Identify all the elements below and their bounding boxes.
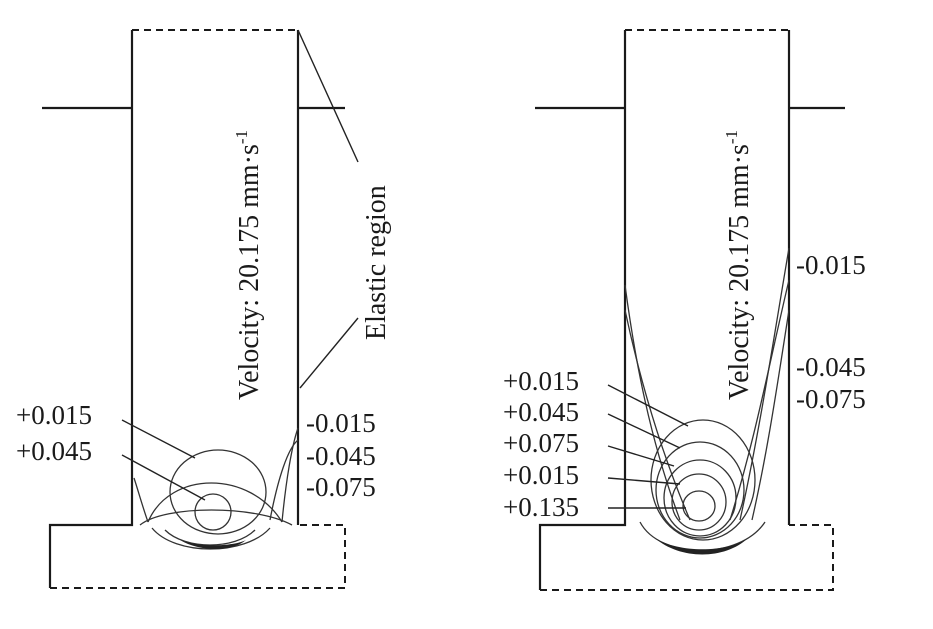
right-label-m0075: -0.075	[796, 384, 866, 414]
right-label-p0045: +0.045	[503, 397, 579, 427]
right-leader-3	[607, 445, 675, 467]
left-bottom-dashed	[50, 524, 346, 589]
left-label-m0075: -0.075	[306, 472, 376, 502]
left-label-p0015: +0.015	[16, 400, 92, 430]
right-column-outline	[538, 30, 627, 590]
right-label-m0015: -0.015	[796, 250, 866, 280]
elastic-region-label: Elastic region	[361, 185, 392, 340]
left-label-m0015: -0.015	[306, 408, 376, 438]
right-leader-1	[607, 384, 689, 427]
left-label-p0045: +0.045	[16, 436, 92, 466]
right-panel: Velocity: 20.175 mm·s-1 +0.015 +0.045 +0…	[503, 29, 866, 591]
right-bottom-dashed	[540, 524, 834, 591]
left-velocity-label: Velocity: 20.175 mm·s-1	[232, 130, 265, 400]
right-label-m0045: -0.045	[796, 352, 866, 382]
left-column-outline	[48, 30, 134, 588]
right-leader-4	[607, 477, 681, 485]
right-contours	[624, 247, 790, 555]
left-leader-p0015	[121, 419, 196, 459]
right-label-p0075: +0.075	[503, 428, 579, 458]
right-leader-2	[607, 413, 681, 449]
right-velocity-label: Velocity: 20.175 mm·s-1	[722, 130, 755, 400]
elastic-leader-top	[297, 29, 359, 163]
left-label-m0045: -0.045	[306, 441, 376, 471]
right-label-p0135: +0.135	[503, 492, 579, 522]
elastic-leader-bottom	[299, 317, 359, 389]
left-leader-p0045	[121, 454, 206, 501]
right-label-p0015: +0.015	[503, 366, 579, 396]
left-panel: Velocity: 20.175 mm·s-1 Elastic region +…	[16, 29, 392, 589]
right-label-p0015b: +0.015	[503, 460, 579, 490]
left-contours	[133, 427, 299, 550]
